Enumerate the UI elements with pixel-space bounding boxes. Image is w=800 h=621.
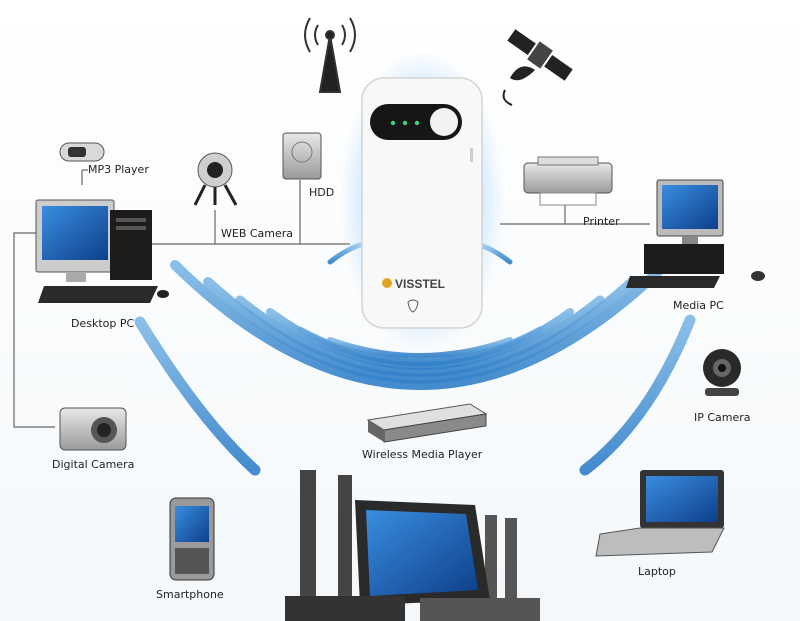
label-digital-camera: Digital Camera [52,458,135,471]
cell-tower-icon [304,17,356,93]
printer-icon [523,156,613,206]
label-mp3-player: MP3 Player [88,163,149,176]
home-theater-icon [285,470,540,621]
label-media-pc: Media PC [673,299,724,312]
label-laptop: Laptop [638,565,676,578]
router-brand: VISSTEL [395,277,445,291]
label-ip-camera: IP Camera [694,411,751,424]
hdd-icon [282,132,322,180]
router-device: VISSTEL [361,77,483,329]
label-printer: Printer [583,215,620,228]
wifi-waves [134,242,696,476]
connection-lines [13,169,650,428]
label-smartphone: Smartphone [156,588,224,601]
ip-camera-icon [703,349,741,396]
label-desktop-pc: Desktop PC [71,317,135,330]
smartphone-icon [169,497,215,581]
web-camera-icon [193,152,238,206]
mp3-player-icon [59,142,105,162]
digital-camera-icon [59,407,127,451]
label-hdd: HDD [309,186,335,199]
desktop-pc-icon [35,199,169,303]
media-pc-icon [626,179,765,288]
label-web-camera: WEB Camera [221,227,294,240]
wireless-media-player-icon [366,403,488,443]
laptop-icon [595,470,725,557]
brand-logo-icon [382,278,392,288]
satellite-icon [502,29,573,106]
label-wireless-media-player: Wireless Media Player [362,448,483,461]
